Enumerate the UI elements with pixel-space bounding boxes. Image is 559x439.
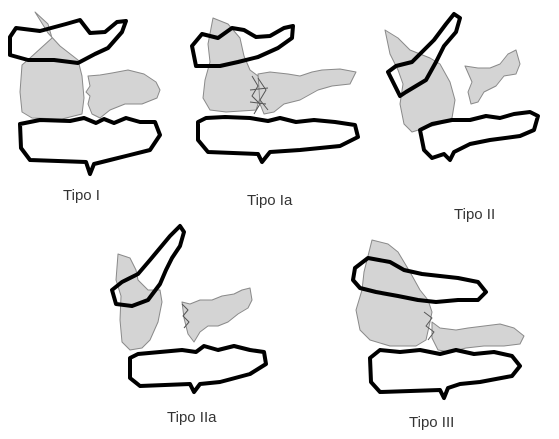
label-tipo-ia: Tipo Ia (247, 192, 292, 209)
tipo-ia-fracture-fragment (258, 69, 356, 114)
tipo-i-fracture-fragment (86, 70, 160, 118)
tipo-ia-upper-outline (192, 26, 293, 66)
label-tipo-iii: Tipo III (409, 414, 454, 431)
tipo-ii-illustration (385, 14, 538, 160)
tipo-iia-illustration (112, 226, 266, 392)
label-tipo-iia: Tipo IIa (167, 409, 216, 426)
tipo-iii-fracture-fragment (432, 322, 524, 352)
tipo-iii-illustration (353, 240, 524, 398)
tipo-ia-lower-outline (198, 117, 358, 162)
tipo-iii-vertebral-body (356, 240, 432, 346)
tipo-iia-fracture-fragment (182, 288, 252, 342)
tipo-iii-lower-outline (370, 350, 520, 398)
tipo-ii-fracture-fragment (465, 50, 520, 104)
tipo-iia-lower-outline (130, 346, 266, 392)
label-tipo-i: Tipo I (63, 187, 100, 204)
tipo-i-lower-outline (20, 118, 160, 174)
tipo-ia-illustration (192, 18, 358, 162)
tipo-i-illustration (10, 12, 160, 174)
label-tipo-ii: Tipo II (454, 206, 495, 223)
